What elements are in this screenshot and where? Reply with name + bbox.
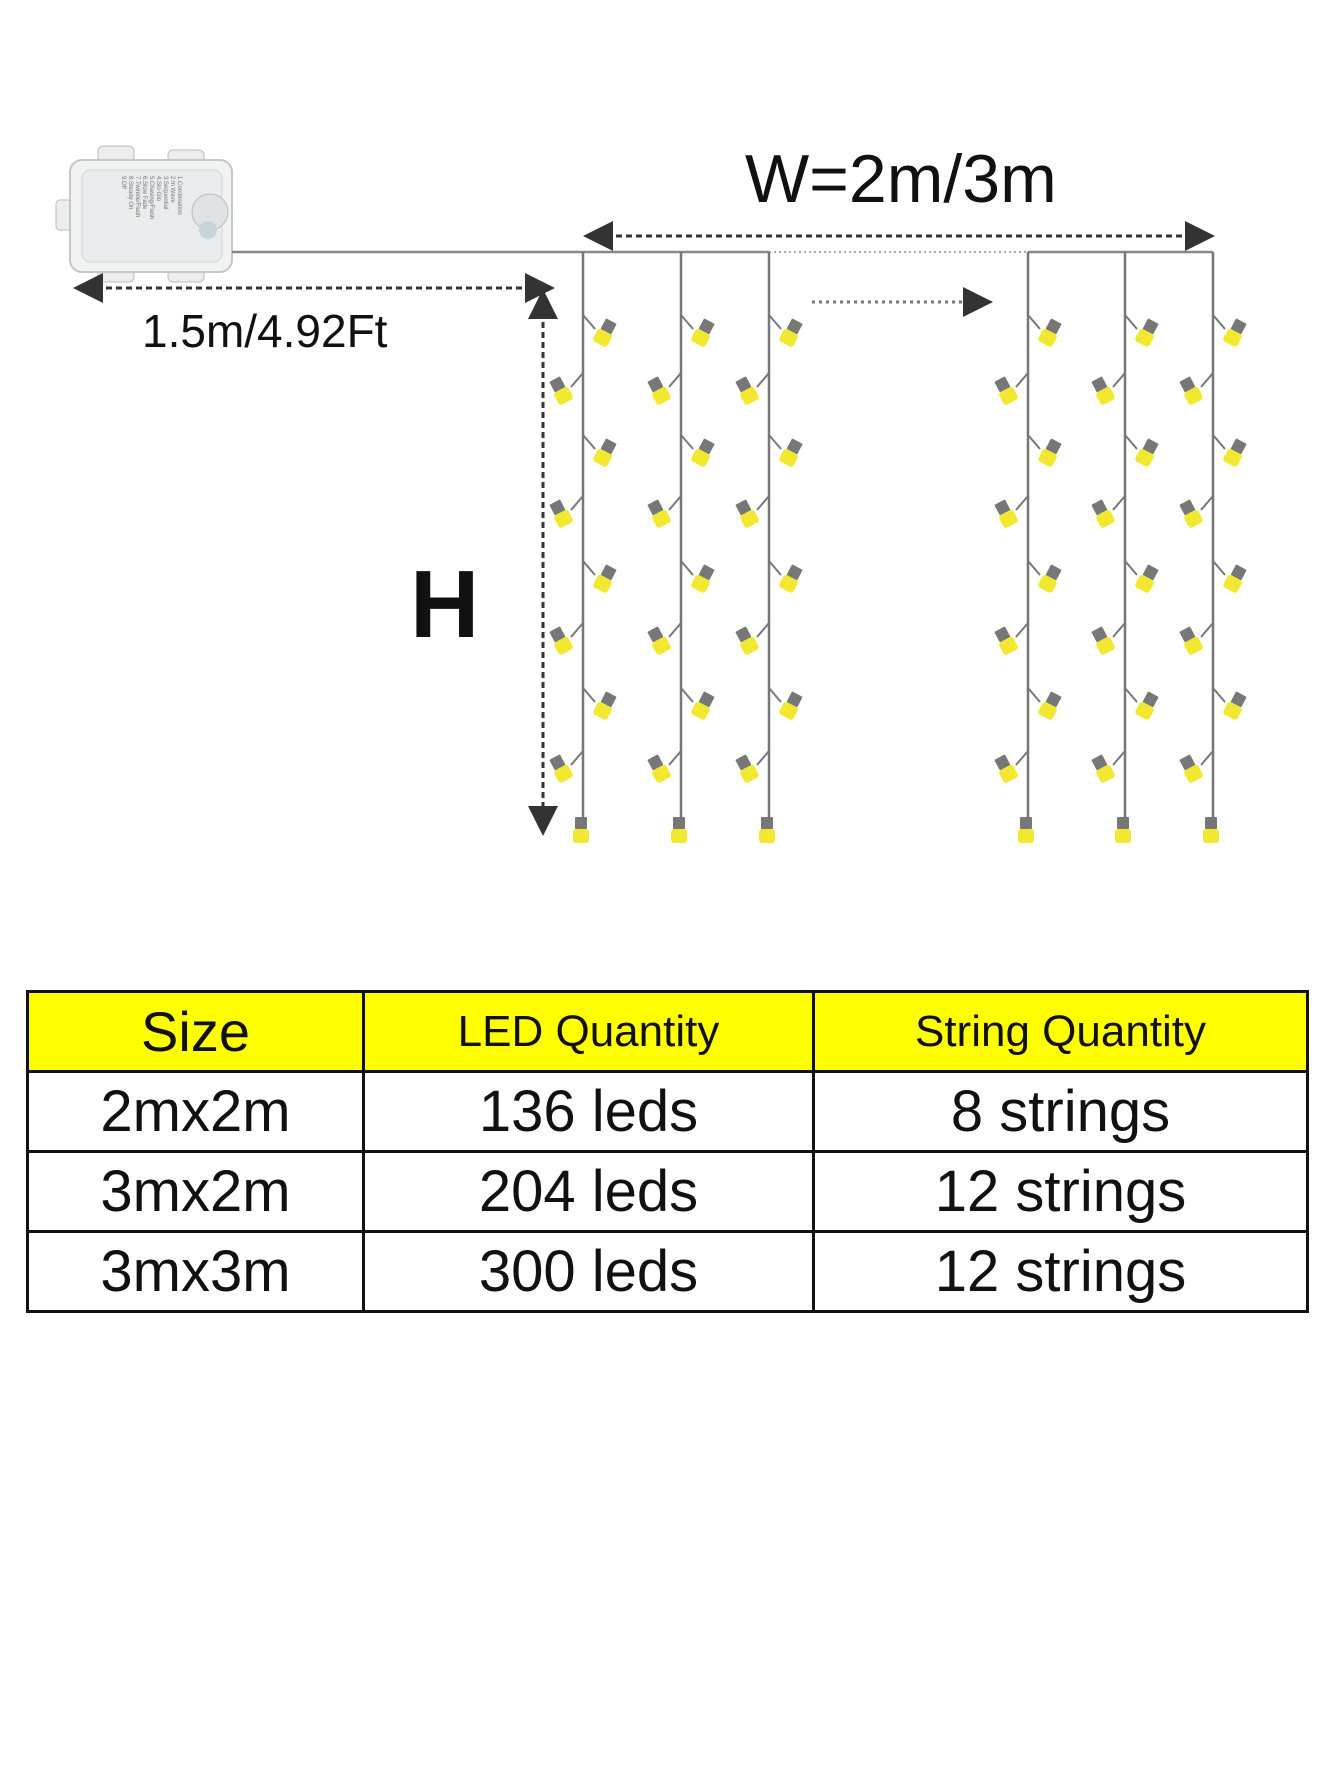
size-spec-table: Size LED Quantity String Quantity 2mx2m … — [26, 990, 1309, 1313]
led-bulb-icon — [779, 438, 803, 467]
led-bulb-icon — [735, 754, 759, 783]
battery-box-mode-text: 9.Off — [120, 176, 126, 189]
header-string-quantity: String Quantity — [812, 990, 1309, 1073]
led-bulb-icon — [593, 564, 617, 593]
battery-box-mode-text: 1.Combination — [176, 176, 182, 215]
led-bulb-icon — [779, 564, 803, 593]
height-label: H — [410, 551, 480, 658]
led-bulb-icon — [1223, 691, 1247, 720]
led-bulb-icon — [779, 691, 803, 720]
light-string — [994, 252, 1062, 843]
battery-box-mode-text: 4.Slo-Glo — [155, 176, 161, 202]
cable-length-label: 1.5m/4.92Ft — [142, 305, 388, 357]
led-bulb-icon — [593, 438, 617, 467]
battery-box-mode-text: 6.Slow Fade — [141, 176, 147, 210]
light-strings — [549, 252, 1247, 843]
header-size: Size — [26, 990, 365, 1073]
led-bulb-icon — [994, 499, 1018, 528]
cell-string-quantity: 12 strings — [812, 1150, 1309, 1233]
light-string — [735, 252, 803, 843]
led-bulb-icon — [1135, 438, 1159, 467]
battery-box-mode-text: 5.Chasing/Flash — [148, 176, 154, 219]
led-bulb-icon — [691, 318, 715, 347]
led-bulb-icon — [1179, 499, 1203, 528]
table-row: 3mx2m 204 leds 12 strings — [26, 1150, 1309, 1233]
led-bulb-icon — [1038, 318, 1062, 347]
led-bulb-icon — [1091, 626, 1115, 655]
led-bulb-icon — [1179, 376, 1203, 405]
led-bulb-icon — [647, 499, 671, 528]
led-bulb-icon — [1135, 564, 1159, 593]
led-bulb-icon — [549, 626, 573, 655]
led-bulb-icon — [994, 626, 1018, 655]
led-bulb-icon — [1091, 376, 1115, 405]
cell-led-quantity: 136 leds — [362, 1070, 815, 1153]
light-string — [1179, 252, 1247, 843]
led-bulb-icon — [647, 376, 671, 405]
led-bulb-icon — [647, 626, 671, 655]
led-bulb-icon — [735, 376, 759, 405]
cell-size: 3mx2m — [26, 1150, 365, 1233]
light-string — [647, 252, 715, 843]
led-bulb-icon — [1038, 564, 1062, 593]
led-bulb-icon — [735, 626, 759, 655]
led-bulb-icon — [1223, 564, 1247, 593]
led-bulb-icon — [691, 438, 715, 467]
light-string — [549, 252, 617, 843]
led-bulb-icon — [1038, 691, 1062, 720]
table-header-row: Size LED Quantity String Quantity — [26, 990, 1309, 1073]
battery-box-mode-text: 8.Steady On — [127, 176, 133, 209]
led-bulb-icon — [549, 499, 573, 528]
table-row: 2mx2m 136 leds 8 strings — [26, 1070, 1309, 1153]
cell-size: 3mx3m — [26, 1230, 365, 1313]
header-led-quantity: LED Quantity — [362, 990, 815, 1073]
led-bulb-icon — [759, 817, 775, 843]
led-bulb-icon — [549, 376, 573, 405]
led-bulb-icon — [1203, 817, 1219, 843]
led-bulb-icon — [1179, 754, 1203, 783]
led-bulb-icon — [994, 754, 1018, 783]
led-bulb-icon — [1115, 817, 1131, 843]
led-bulb-icon — [593, 691, 617, 720]
led-bulb-icon — [779, 318, 803, 347]
led-bulb-icon — [671, 817, 687, 843]
led-bulb-icon — [549, 754, 573, 783]
led-bulb-icon — [691, 564, 715, 593]
led-bulb-icon — [593, 318, 617, 347]
light-string — [1091, 252, 1159, 843]
led-bulb-icon — [573, 817, 589, 843]
led-bulb-icon — [1018, 817, 1034, 843]
cell-led-quantity: 204 leds — [362, 1150, 815, 1233]
cell-size: 2mx2m — [26, 1070, 365, 1153]
led-bulb-icon — [1135, 691, 1159, 720]
led-bulb-icon — [1223, 318, 1247, 347]
led-bulb-icon — [647, 754, 671, 783]
led-bulb-icon — [1135, 318, 1159, 347]
cell-string-quantity: 8 strings — [812, 1070, 1309, 1153]
led-bulb-icon — [1091, 499, 1115, 528]
led-bulb-icon — [735, 499, 759, 528]
table-row: 3mx3m 300 leds 12 strings — [26, 1230, 1309, 1313]
led-bulb-icon — [1223, 438, 1247, 467]
battery-box-mode-text: 2.In Wave — [169, 176, 175, 203]
battery-box-mode-text: 3.Sequential — [162, 176, 168, 209]
battery-box-mode-text: 7.Twinkle/Flash — [134, 176, 140, 217]
cell-led-quantity: 300 leds — [362, 1230, 815, 1313]
led-bulb-icon — [1038, 438, 1062, 467]
led-bulb-icon — [994, 376, 1018, 405]
led-bulb-icon — [1179, 626, 1203, 655]
width-label: W=2m/3m — [745, 141, 1057, 217]
led-bulb-icon — [1091, 754, 1115, 783]
cell-string-quantity: 12 strings — [812, 1230, 1309, 1313]
led-bulb-icon — [691, 691, 715, 720]
